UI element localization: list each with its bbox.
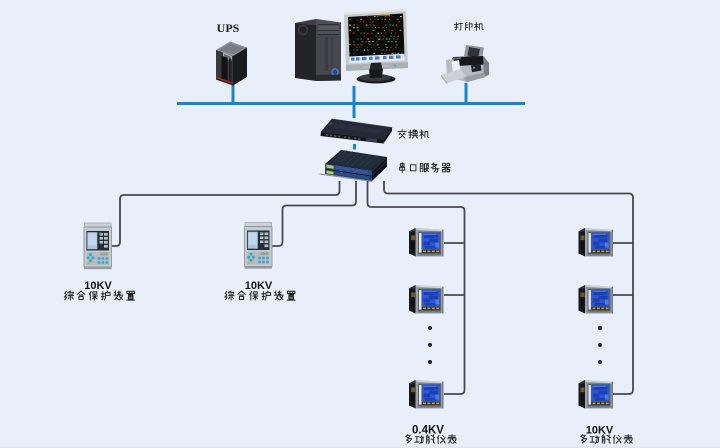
svg-text:UPS: UPS <box>217 21 240 35</box>
svg-text:10KV: 10KV <box>586 425 614 437</box>
svg-text:10KV: 10KV <box>245 280 273 292</box>
svg-text:0.4KV: 0.4KV <box>412 425 444 437</box>
svg-text:10KV: 10KV <box>84 280 112 292</box>
